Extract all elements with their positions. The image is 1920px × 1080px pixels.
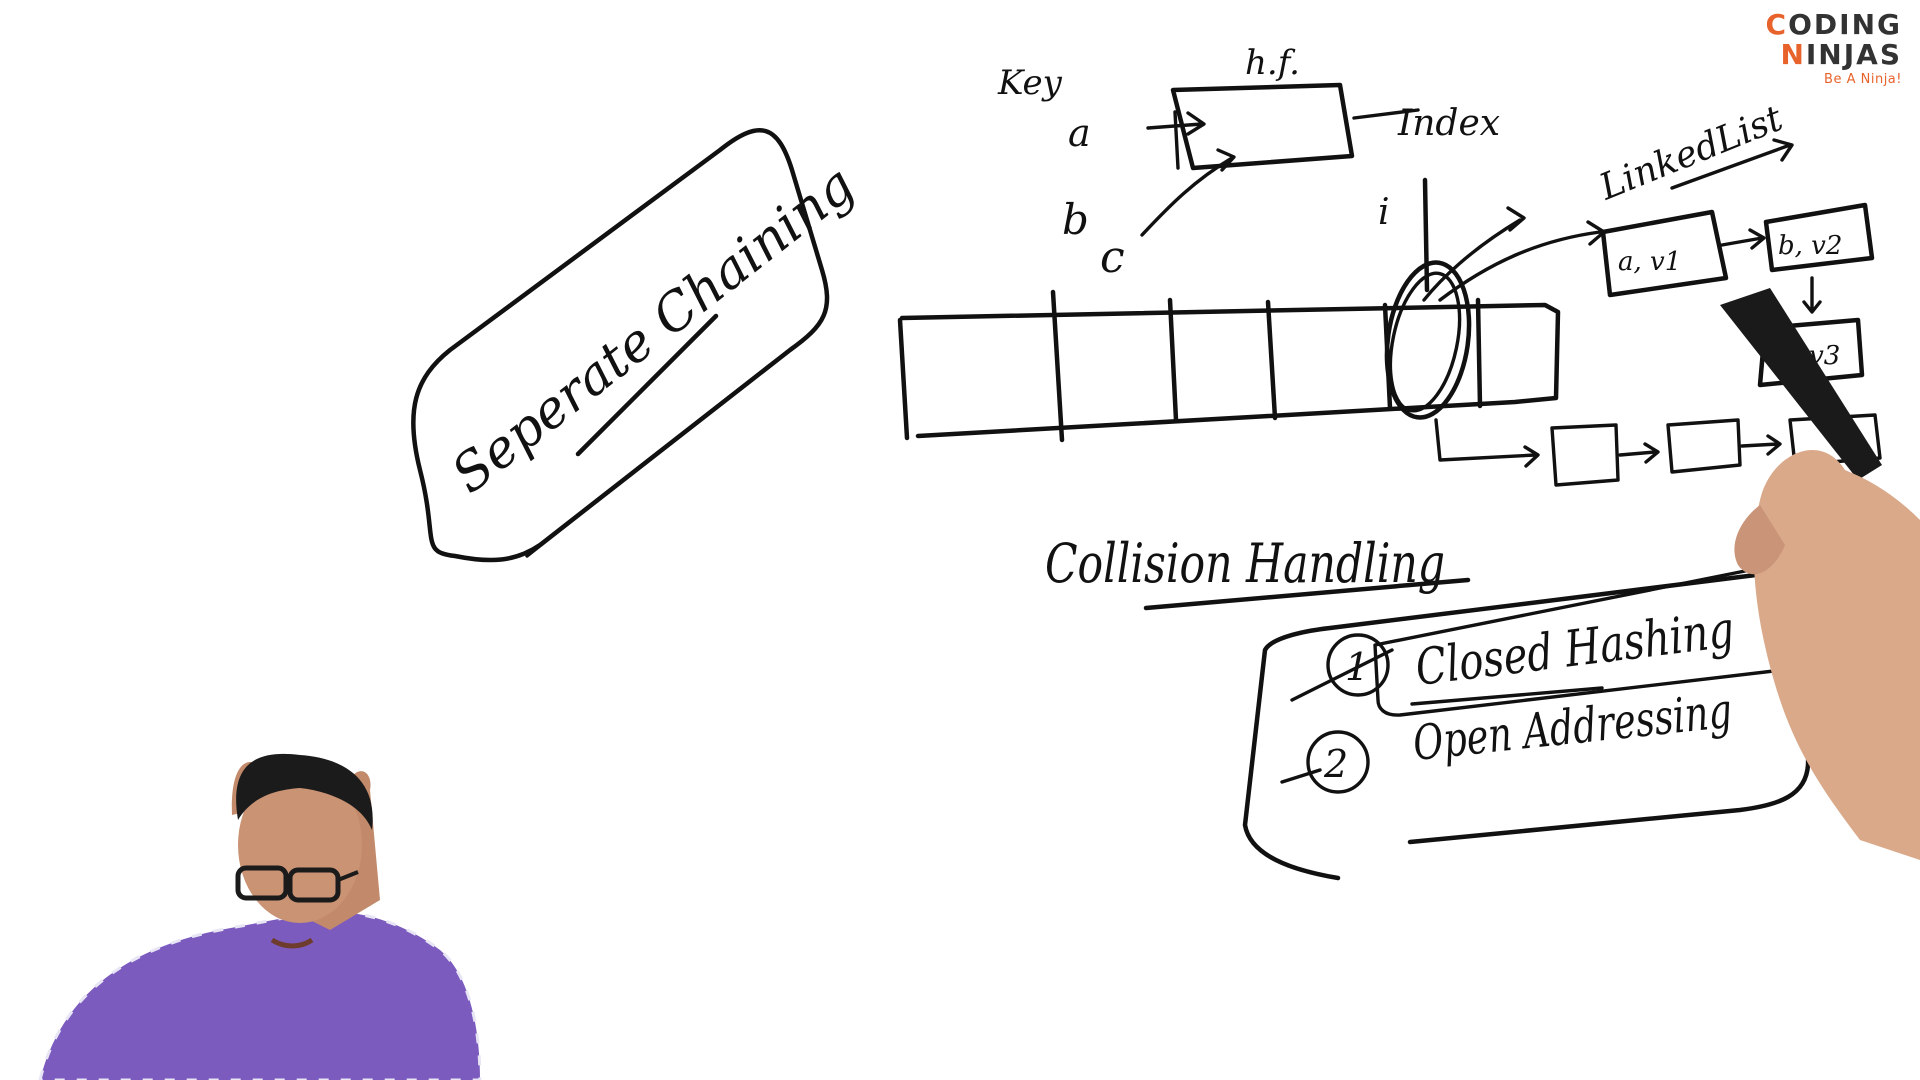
collision-handling: Collision Handling 1 Closed Hashing 2 Op… bbox=[1045, 532, 1817, 881]
node-1: a, v1 bbox=[1618, 247, 1681, 277]
logo-accent-n: N bbox=[1780, 38, 1806, 71]
label-key: Key bbox=[997, 63, 1063, 103]
label-linked-list: LinkedList bbox=[1593, 98, 1789, 209]
logo-line-1: CODING bbox=[1742, 10, 1902, 40]
hash-function: Key h.f. a b c Index bbox=[997, 43, 1500, 283]
collision-handling-title: Collision Handling bbox=[1045, 532, 1445, 595]
presenter bbox=[38, 753, 482, 1080]
separate-chaining-box: Seperate Chaining bbox=[411, 128, 866, 563]
bucket-array: i bbox=[897, 177, 1606, 468]
item-2-number: 2 bbox=[1323, 742, 1348, 786]
logo-text-1: ODING bbox=[1788, 8, 1902, 41]
label-b: b bbox=[1062, 195, 1089, 244]
presenter-hand bbox=[1720, 288, 1920, 860]
logo-text-2: INJAS bbox=[1805, 38, 1902, 71]
label-hf: h.f. bbox=[1245, 43, 1300, 83]
separate-chaining-label: Seperate Chaining bbox=[441, 155, 866, 505]
logo-line-2: NINJAS bbox=[1742, 40, 1902, 70]
label-a: a bbox=[1068, 111, 1091, 155]
label-c: c bbox=[1100, 232, 1125, 283]
logo-tagline: Be A Ninja! bbox=[1824, 72, 1902, 87]
node-2: b, v2 bbox=[1778, 231, 1842, 261]
logo-accent-c: C bbox=[1765, 8, 1789, 41]
label-index: Index bbox=[1397, 103, 1500, 144]
label-i: i bbox=[1378, 192, 1390, 233]
coding-ninjas-logo: CODING NINJAS Be A Ninja! bbox=[1742, 10, 1902, 88]
